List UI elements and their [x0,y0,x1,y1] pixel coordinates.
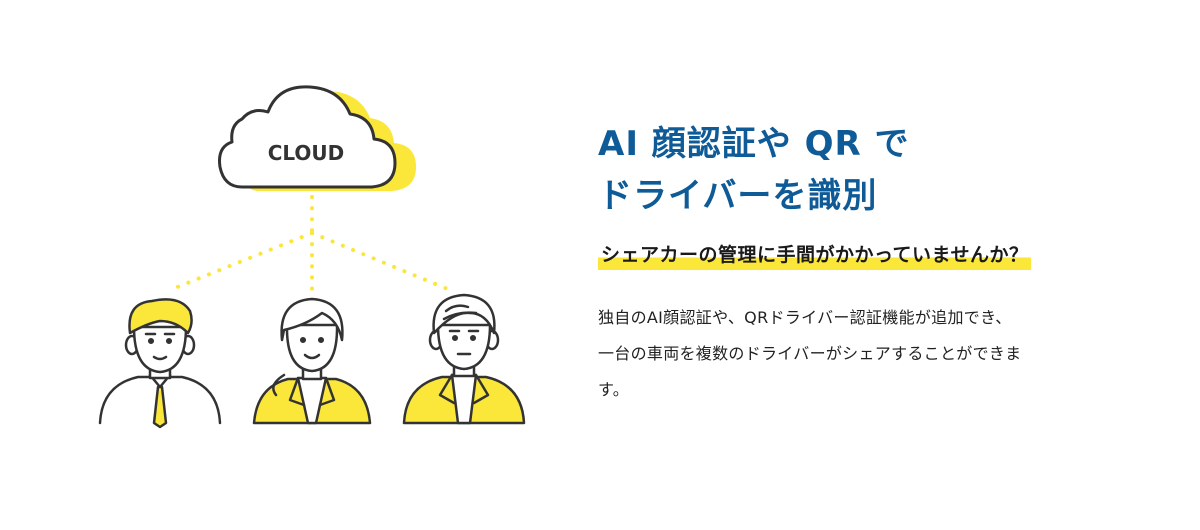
description-line-1: 独自のAI顔認証や、QRドライバー認証機能が追加でき、 [598,308,1012,327]
cloud-icon: CLOUD [218,85,416,191]
description-line-3: す。 [598,380,630,399]
feature-headline: AI 顔認証や QR で ドライバーを識別 [598,118,1158,222]
highlighted-subheadline: シェアカーの管理に手間がかかっていませんか？ [598,240,1032,270]
person-middle-avatar [252,297,372,425]
cloud-network-illustration: CLOUD [98,85,526,429]
headline-line-2: ドライバーを識別 [598,176,878,216]
connection-lines [168,195,452,295]
description-line-2: 一台の車両を複数のドライバーがシェアすることができま [598,344,1022,363]
person-right-avatar [402,293,526,425]
cloud-label: CLOUD [268,141,345,165]
feature-text-block: AI 顔認証や QR で ドライバーを識別 シェアカーの管理に手間がかかっていま… [598,118,1158,408]
person-left-avatar [98,298,222,429]
headline-line-1: AI 顔認証や QR で [598,124,910,164]
feature-description: 独自のAI顔認証や、QRドライバー認証機能が追加でき、 一台の車両を複数のドライ… [598,300,1098,408]
